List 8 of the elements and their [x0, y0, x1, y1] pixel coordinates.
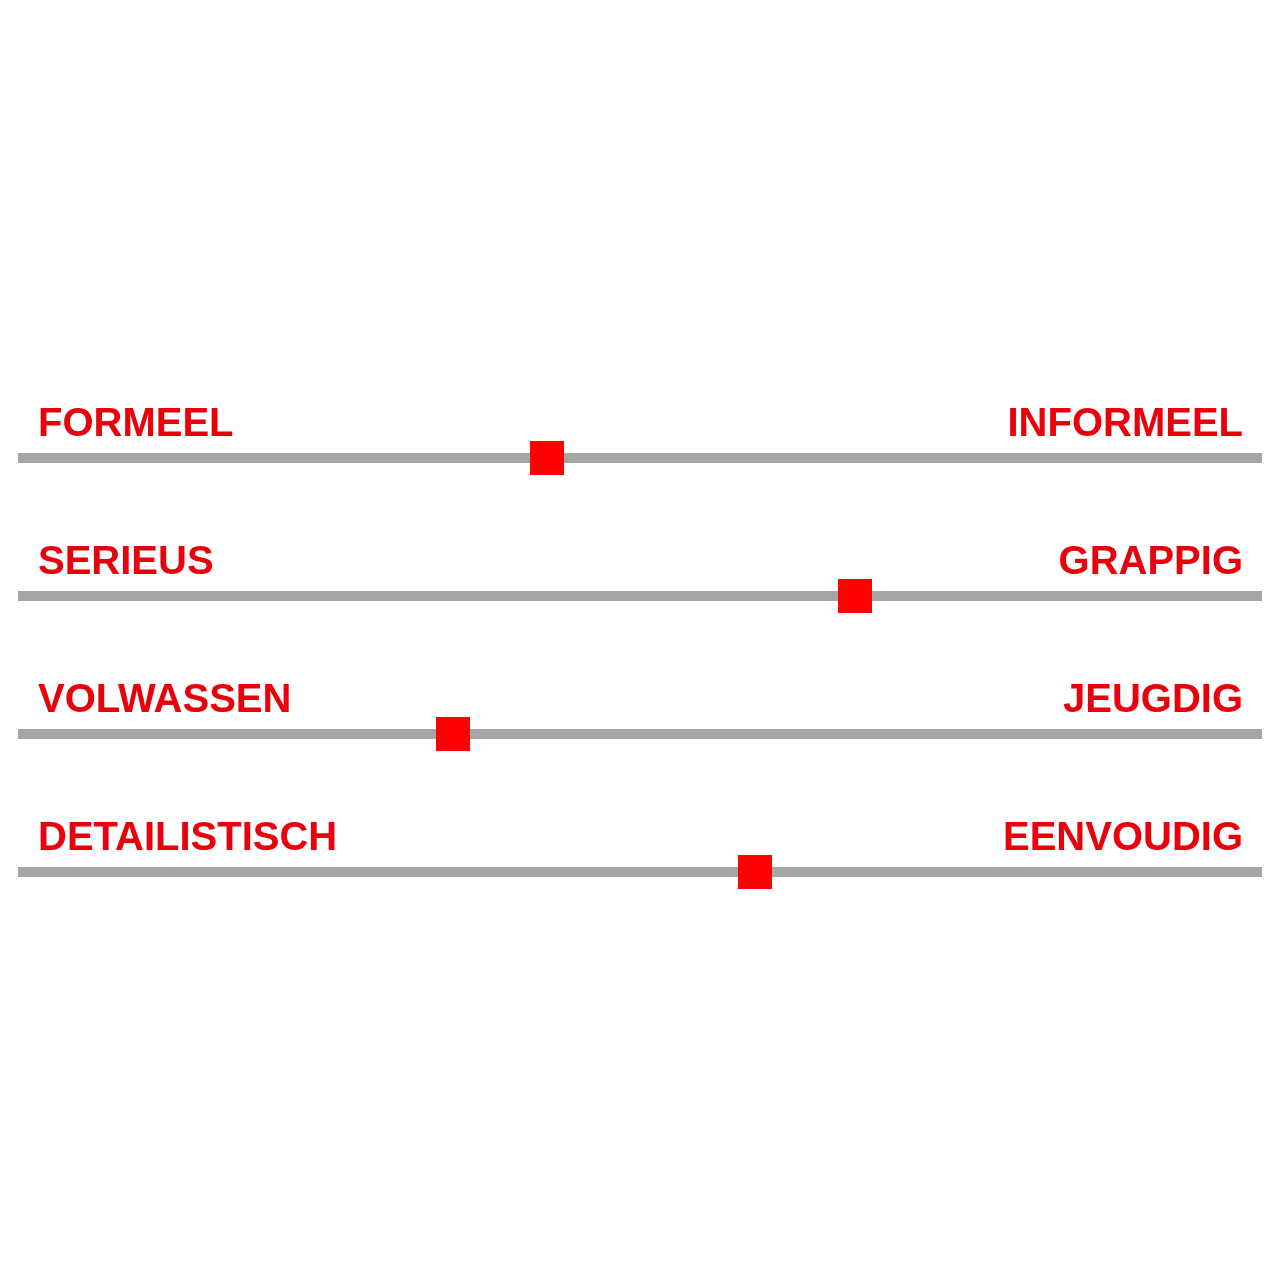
scale-label: VOLWASSEN: [38, 678, 292, 718]
scale-label: INFORMEEL: [1007, 402, 1243, 442]
scale-label: EENVOUDIG: [1002, 816, 1243, 856]
scale-label: FORMEEL: [38, 402, 234, 442]
scale-label: DETAILISTISCH: [38, 816, 338, 856]
scale-label: GRAPPIG: [1058, 540, 1243, 580]
scale-label: JEUGDIG: [1062, 678, 1243, 718]
scale-label: SERIEUS: [38, 540, 214, 580]
